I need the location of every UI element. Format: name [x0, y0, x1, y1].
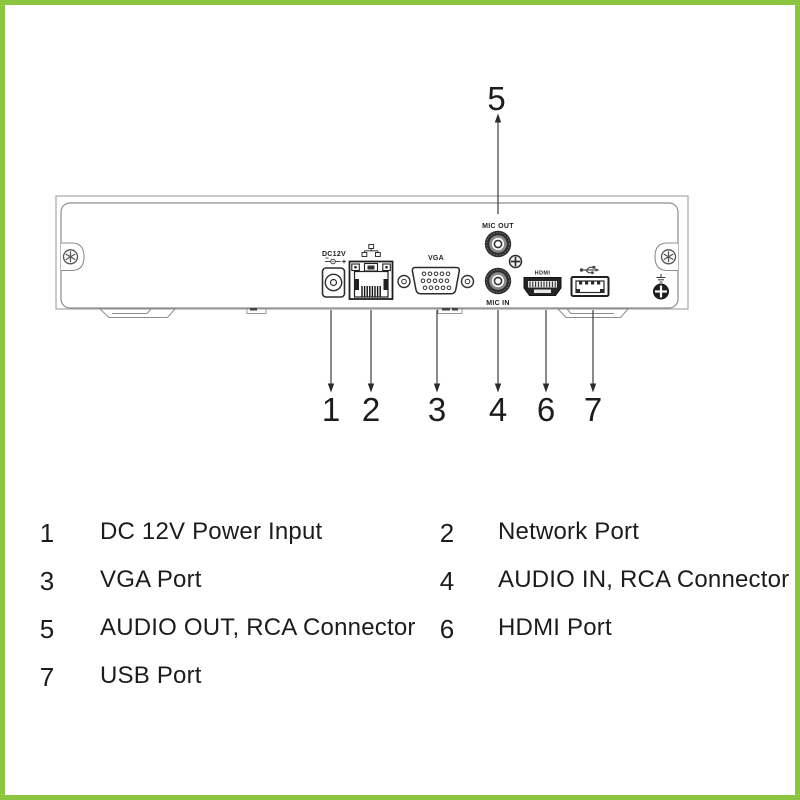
legend-label-7: USB Port	[100, 662, 202, 689]
legend-num-5: 5	[39, 614, 55, 644]
network-port	[348, 244, 394, 300]
callout-lines	[327, 113, 597, 393]
vga-port: VGA	[397, 255, 475, 295]
rear-panel-diagram: DC12V	[55, 80, 689, 428]
legend-label-3: VGA Port	[100, 566, 202, 593]
callout-5: 5	[487, 80, 505, 117]
vga-label: VGA	[428, 255, 444, 262]
usb-port	[570, 265, 610, 297]
callout-numbers: 5 1 2 3 4 6 7	[322, 80, 602, 428]
right-screw-icon	[654, 242, 678, 272]
legend-label-4: AUDIO IN, RCA Connector	[498, 566, 790, 593]
legend-num-2: 2	[439, 518, 455, 548]
dc-polarity-icon	[325, 257, 346, 265]
legend-label-6: HDMI Port	[498, 614, 612, 641]
legend-label-5: AUDIO OUT, RCA Connector	[100, 614, 416, 641]
dc-power-port: DC12V	[321, 251, 346, 298]
callout-6: 6	[537, 391, 555, 428]
legend-num-7: 7	[39, 662, 55, 692]
network-icon	[361, 244, 381, 257]
chassis-feet	[98, 308, 630, 318]
callout-7: 7	[584, 391, 602, 428]
legend-label-1: DC 12V Power Input	[100, 518, 323, 545]
dc12v-label: DC12V	[322, 251, 346, 258]
callout-4: 4	[489, 391, 507, 428]
hdmi-label: HDMI	[535, 271, 551, 277]
usb-trident-icon	[579, 265, 600, 275]
legend-num-6: 6	[439, 614, 455, 644]
callout-2: 2	[362, 391, 380, 428]
left-screw-icon	[61, 242, 85, 272]
legend-num-1: 1	[39, 518, 55, 548]
callout-3: 3	[428, 391, 446, 428]
legend-num-4: 4	[439, 566, 455, 596]
legend-num-3: 3	[39, 566, 55, 596]
panel-screw-icon	[508, 254, 523, 269]
mic-out-label: MIC OUT	[482, 223, 514, 230]
legend-label-2: Network Port	[498, 518, 640, 545]
mic-in-label: MIC IN	[486, 300, 510, 307]
callout-1: 1	[322, 391, 340, 428]
mic-out-port: MIC OUT	[482, 223, 514, 258]
hdmi-port: HDMI	[523, 271, 562, 296]
mic-in-port: MIC IN	[484, 267, 512, 307]
ground-icon	[653, 274, 669, 300]
bottom-tabs	[246, 308, 463, 314]
